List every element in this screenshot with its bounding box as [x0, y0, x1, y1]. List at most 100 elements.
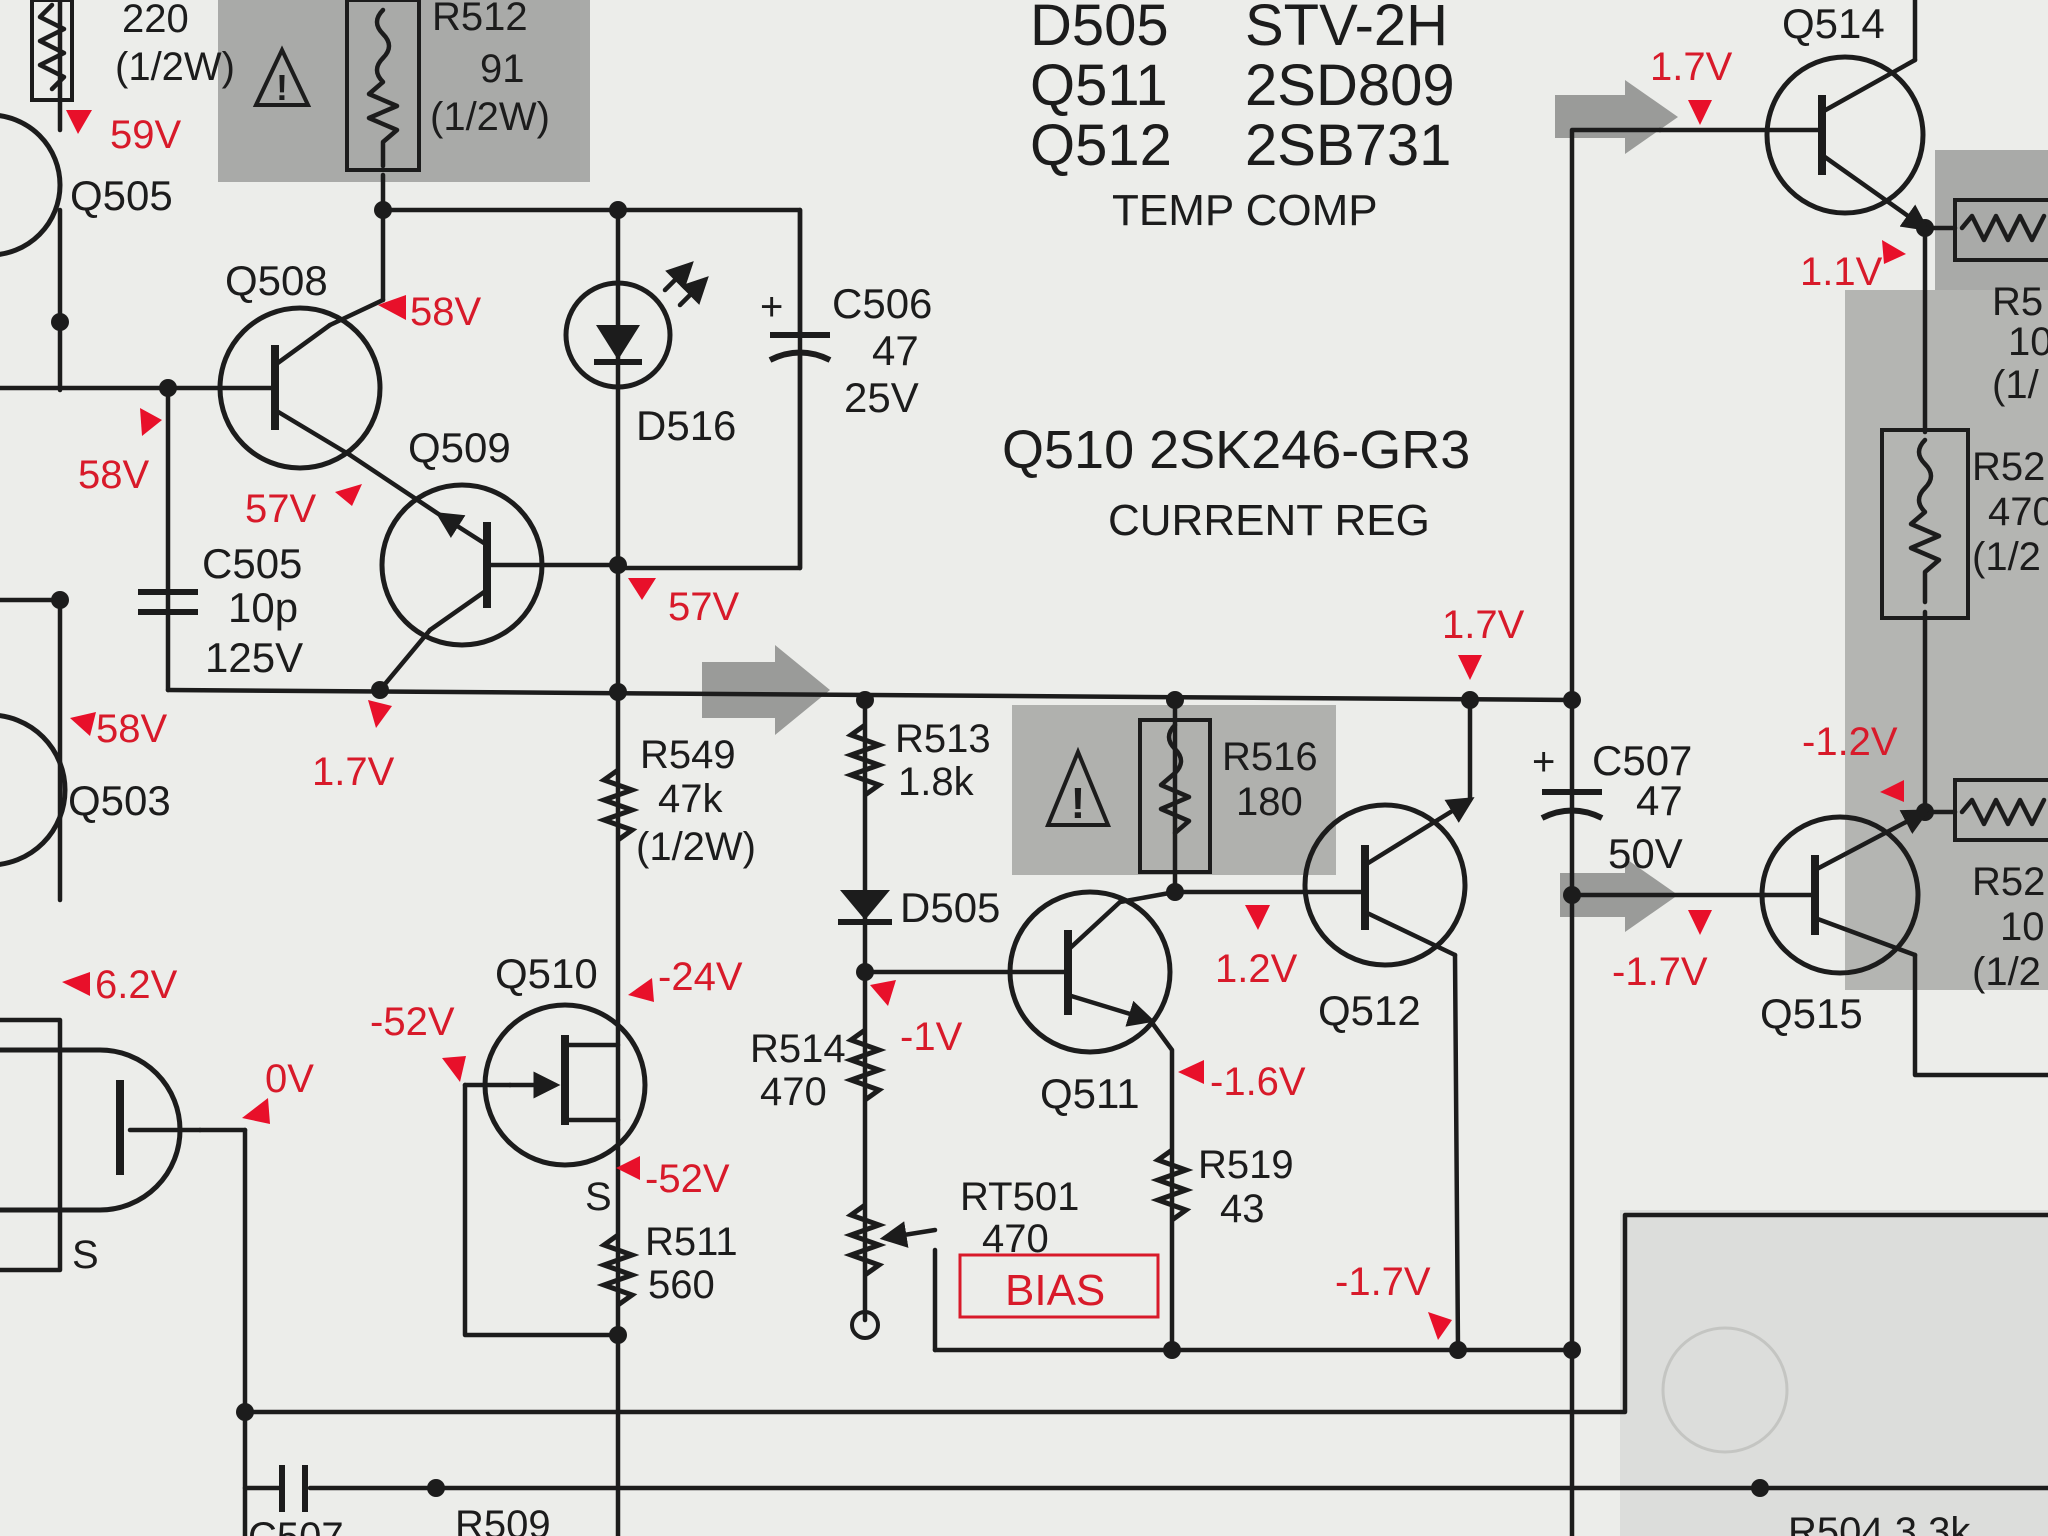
- warning-icon: !: [1045, 746, 1111, 828]
- bias-label: BIAS: [1005, 1266, 1105, 1315]
- c507-ref: C507: [1592, 737, 1692, 784]
- voltage-1.7v-q514: 1.7V: [1650, 45, 1733, 89]
- resistor-r514: [843, 1027, 887, 1103]
- r549-value: 47k: [658, 777, 723, 821]
- voltage-neg52v-source: -52V: [645, 1157, 730, 1201]
- voltage-markers: [62, 100, 1906, 1340]
- c506-rating: 25V: [844, 374, 919, 421]
- svg-text:!: !: [276, 67, 288, 108]
- capacitor-c505: [138, 589, 198, 615]
- shade-r512: [218, 0, 590, 182]
- c505-rating: 125V: [205, 634, 303, 681]
- voltage-58v-q508: 58V: [410, 290, 481, 334]
- transistor-q511: [1007, 889, 1173, 1055]
- faded-circle: [1661, 1326, 1789, 1454]
- resistor-r513: [843, 722, 887, 798]
- label-q511: Q511: [1040, 1070, 1140, 1117]
- r549-ref: R549: [640, 733, 736, 777]
- label-q508: Q508: [225, 257, 328, 304]
- parts-note: TEMP COMP: [1112, 186, 1378, 235]
- svg-text:!: !: [1071, 779, 1086, 828]
- right-r2-value: 470: [1988, 490, 2048, 534]
- parts-part-q512: 2SB731: [1245, 113, 1451, 178]
- c505-value: 10p: [228, 584, 298, 631]
- transistor-q514: [1657, 54, 1930, 232]
- voltage-neg1.7v-bottom: -1.7V: [1335, 1260, 1431, 1304]
- r519-ref: R519: [1198, 1143, 1294, 1187]
- transistor-q505: [0, 113, 63, 257]
- voltage-57v-q508: 57V: [245, 487, 316, 531]
- r514-value: 470: [760, 1070, 827, 1114]
- right-r1-value: 10: [2008, 320, 2048, 364]
- r512-ref: R512: [432, 0, 528, 39]
- voltage-1.2v: 1.2V: [1215, 947, 1298, 991]
- signal-arrow-2: [1555, 80, 1678, 154]
- resistor-r511: [596, 1232, 640, 1308]
- parts-part-d505: STV-2H: [1245, 0, 1448, 58]
- q510-source-label: S: [585, 1175, 612, 1219]
- shade-right: [1845, 290, 2048, 990]
- signal-arrow-1: [702, 645, 830, 735]
- right-r3-rating: (1/2: [1972, 950, 2041, 994]
- parts-ref-q512: Q512: [1030, 113, 1172, 178]
- voltage-neg1v: -1V: [900, 1015, 963, 1059]
- warning-icon: !: [252, 45, 312, 108]
- r512-rating: (1/2W): [430, 95, 550, 139]
- d516-ref: D516: [636, 402, 736, 449]
- voltage-neg52v-gate: -52V: [370, 1000, 455, 1044]
- diode-d505: [838, 890, 892, 925]
- resistor-right-3: [1953, 778, 2048, 842]
- c506-value: 47: [872, 327, 919, 374]
- transistor-q512: [1302, 797, 1475, 968]
- capacitor-c507: +: [1532, 740, 1604, 821]
- voltage-neg1.6v: -1.6V: [1210, 1060, 1306, 1104]
- r514-ref: R514: [750, 1027, 846, 1071]
- capacitor-bottom: [279, 1465, 308, 1512]
- transistor-q510: [482, 1002, 648, 1168]
- voltage-1.1v: 1.1V: [1800, 250, 1883, 294]
- right-r2-ref: R52: [1972, 445, 2045, 489]
- rt501-ref: RT501: [960, 1175, 1079, 1219]
- r513-ref: R513: [895, 717, 991, 761]
- label-q509: Q509: [408, 424, 511, 471]
- resistor-right-1: [1953, 198, 2048, 262]
- r511-ref: R511: [645, 1220, 738, 1264]
- d505-ref: D505: [900, 884, 1000, 931]
- voltage-neg24v: -24V: [658, 955, 743, 999]
- bottom-right-ref: R504 3.3k: [1788, 1510, 1971, 1536]
- parts-part-q511: 2SD809: [1245, 53, 1455, 118]
- resistor-right-2: [1880, 428, 1970, 620]
- r511-value: 560: [648, 1263, 715, 1307]
- transistor-q515: [1759, 809, 1930, 976]
- c505-ref: C505: [202, 540, 302, 587]
- label-q512: Q512: [1318, 987, 1421, 1034]
- transistor-q503: [0, 713, 68, 867]
- label-q510: Q510: [495, 950, 598, 997]
- q510-heading: Q510 2SK246-GR3: [1002, 420, 1470, 480]
- rt501-value: 470: [982, 1217, 1049, 1261]
- voltage-neg1.7v-c507: -1.7V: [1612, 950, 1708, 994]
- voltage-59v: 59V: [110, 113, 181, 157]
- parts-ref-d505: D505: [1030, 0, 1169, 58]
- r220-value: 220: [122, 0, 189, 41]
- r516-value: 180: [1236, 780, 1303, 824]
- resistor-r512: [345, 0, 421, 172]
- resistor-r519: [1150, 1147, 1194, 1223]
- label-q503: Q503: [68, 777, 171, 824]
- c507-value: 47: [1636, 777, 1683, 824]
- right-r3-value: 10: [2000, 905, 2045, 949]
- voltage-6.2v: 6.2V: [95, 963, 178, 1007]
- bottom-c-ref: C507: [248, 1515, 344, 1536]
- label-q514: Q514: [1782, 0, 1885, 47]
- resistor-r549: [596, 767, 640, 843]
- resistor-r516: [1138, 718, 1212, 874]
- right-r3-ref: R52: [1972, 860, 2045, 904]
- r220-rating: (1/2W): [115, 45, 235, 89]
- voltage-57v-d516: 57V: [668, 585, 739, 629]
- voltage-0v: 0V: [265, 1057, 314, 1101]
- c507-rating: 50V: [1608, 830, 1683, 877]
- transistor-q508: [217, 207, 386, 471]
- voltage-58v-q503: 58V: [96, 707, 167, 751]
- q510-note: CURRENT REG: [1108, 496, 1430, 545]
- led-d516: [563, 261, 709, 390]
